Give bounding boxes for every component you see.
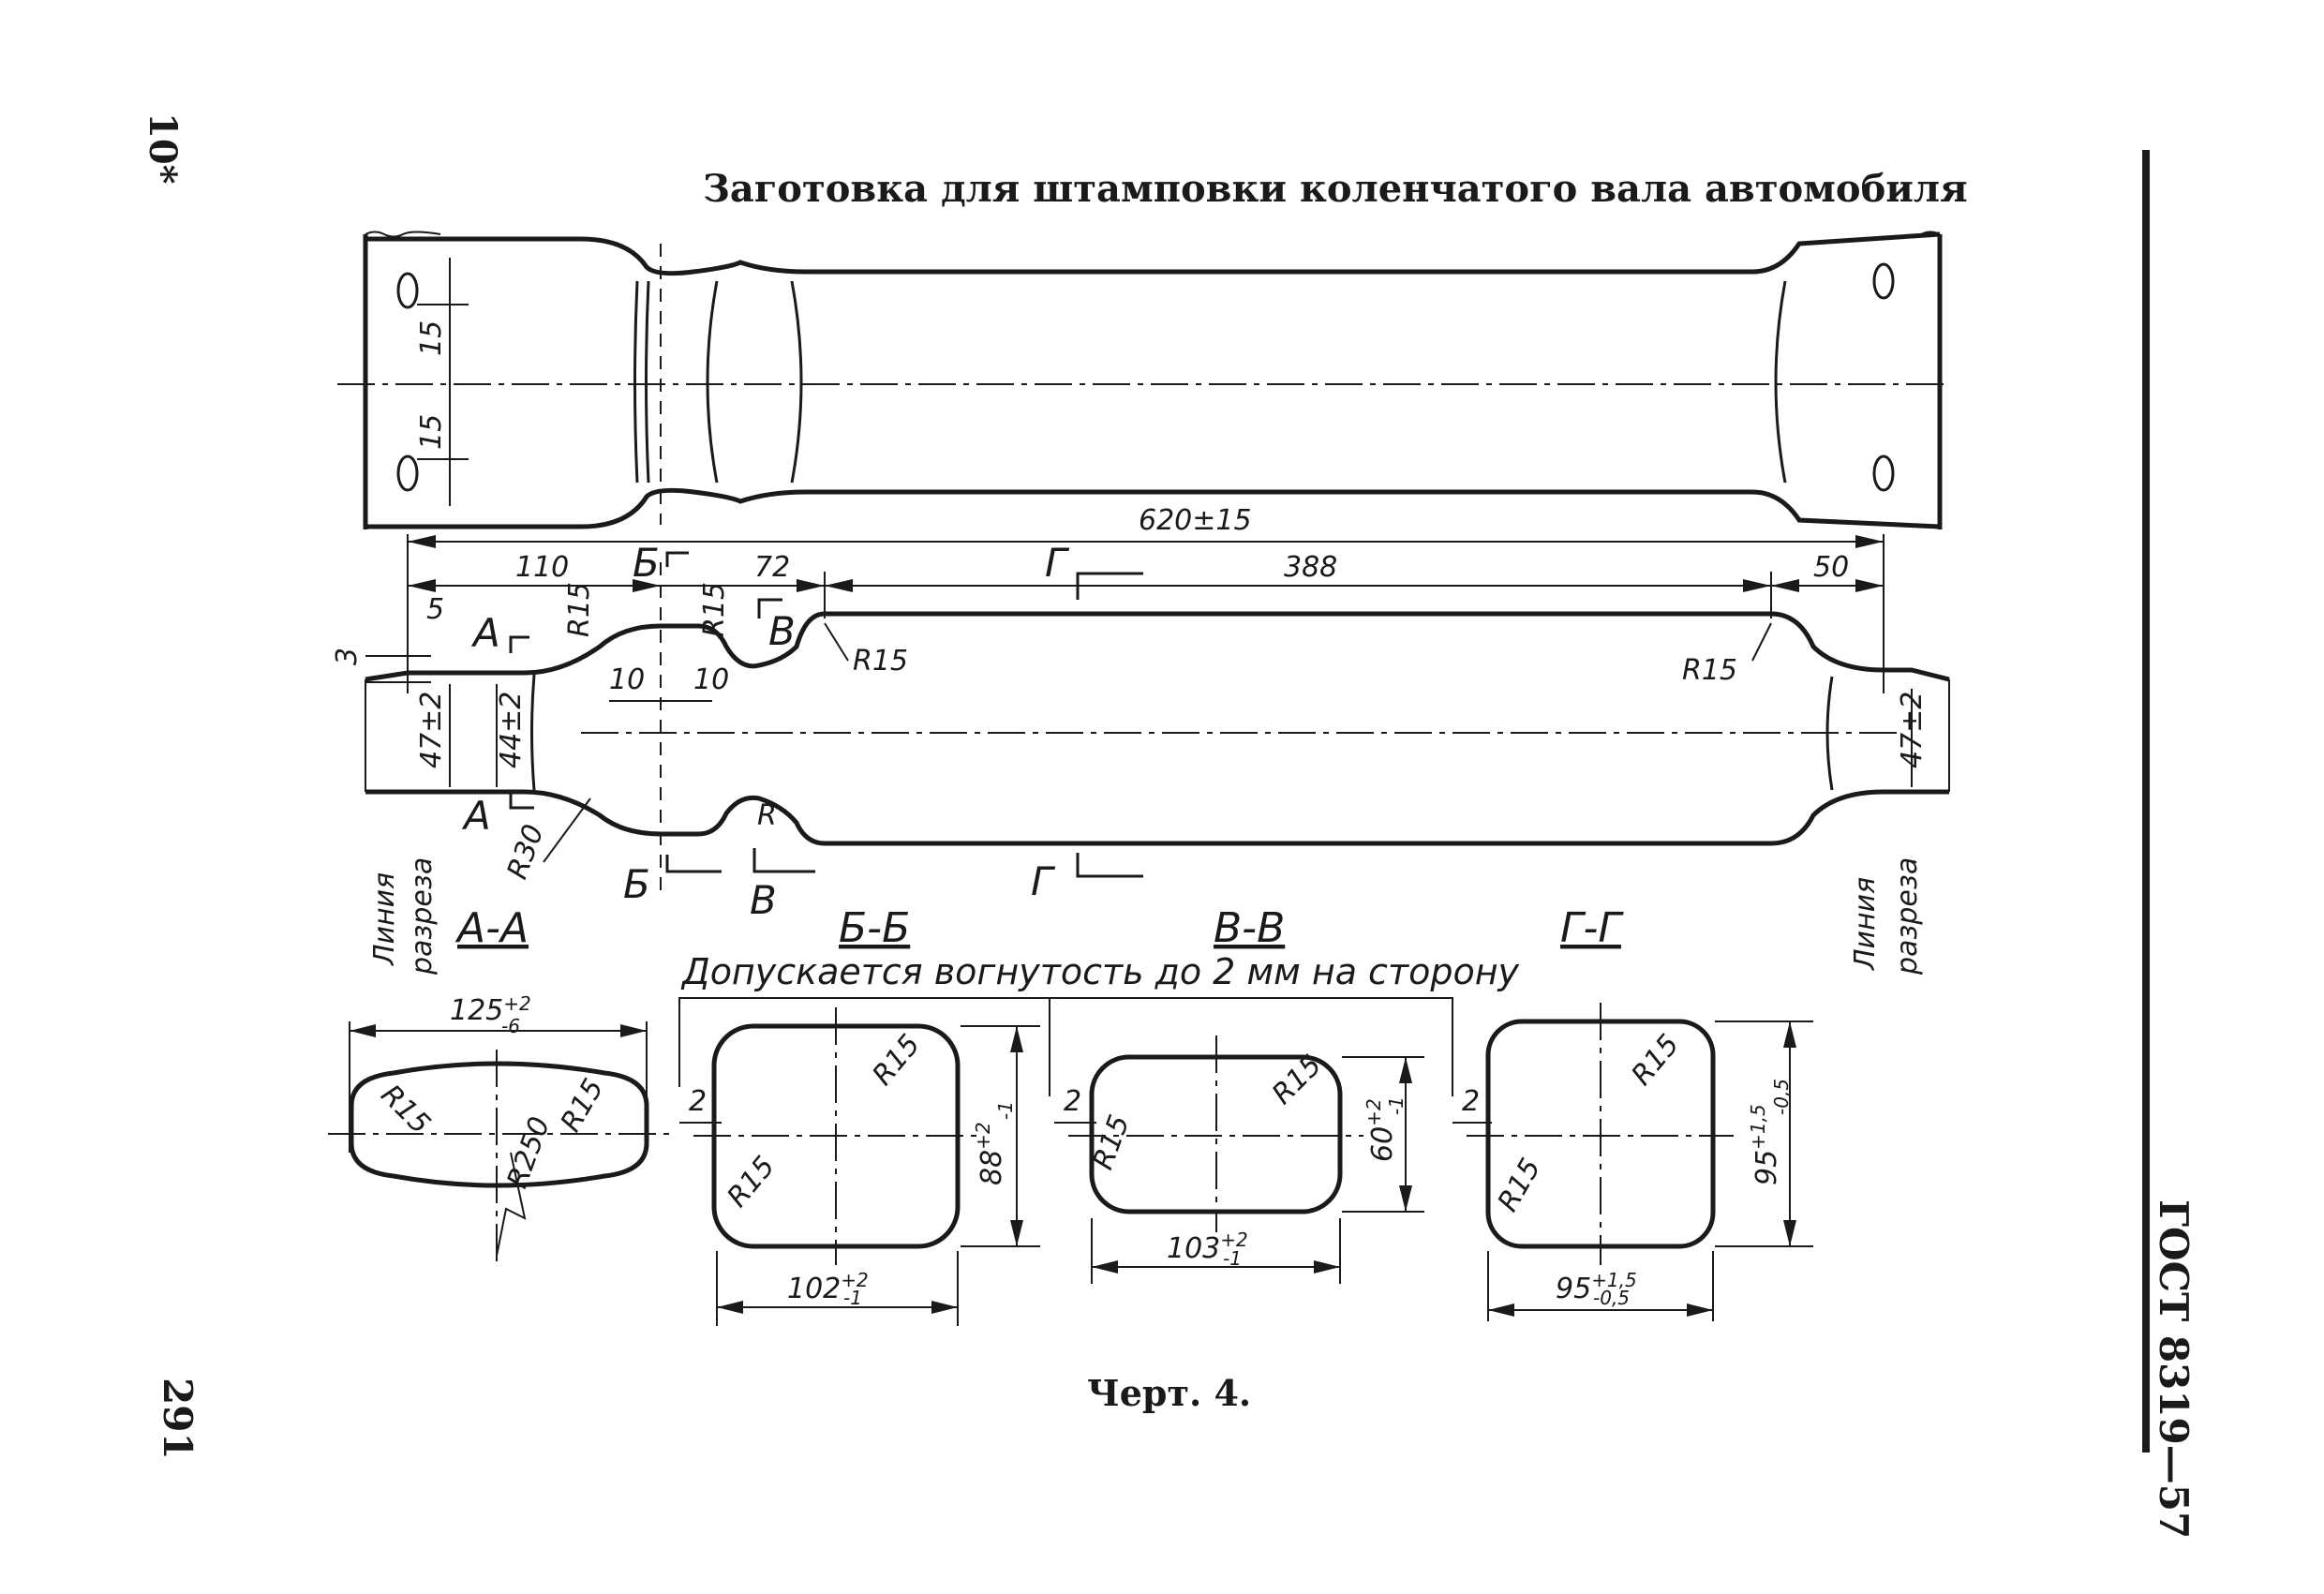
- vv-r15-bottom: R15: [1087, 1110, 1137, 1173]
- dim-10-left: 10: [609, 663, 645, 696]
- section-vv: 103+2 -1 60+2 -1 R15 R15 2: [1054, 1035, 1424, 1284]
- gg-width: 95+1,5: [1556, 1269, 1637, 1305]
- section-bb-label: Б-Б: [839, 904, 910, 952]
- dim-10-right: 10: [693, 663, 729, 696]
- aa-r15-left: R15: [374, 1079, 436, 1140]
- gg-r15-top: R15: [1625, 1028, 1686, 1092]
- dim-5: 5: [426, 593, 444, 626]
- section-gg: 95+1,5 -0,5 95+1,5 -0,5 R15 R15 2: [1452, 1003, 1813, 1321]
- gg-r15-bottom: R15: [1492, 1153, 1548, 1217]
- gg-concavity: 2: [1462, 1085, 1480, 1118]
- section-b-top: Б: [633, 540, 660, 586]
- bb-width-minus: -1: [843, 1287, 862, 1309]
- cut-line-left-2: разреза: [406, 857, 439, 976]
- gg-height-minus: -0,5: [1770, 1079, 1793, 1115]
- standard-number: ГОСТ 8319—57: [2151, 1199, 2197, 1539]
- bb-r15-bottom: R15: [721, 1150, 782, 1214]
- section-g-top: Г: [1045, 540, 1070, 586]
- section-gg-label: Г-Г: [1560, 904, 1624, 952]
- bb-height: 88+2: [972, 1122, 1008, 1185]
- dim-110: 110: [515, 551, 569, 584]
- drawing-caption: Черт. 4.: [1087, 1372, 1251, 1414]
- r15-c: R15: [853, 645, 908, 678]
- section-g-bottom: Г: [1031, 858, 1056, 904]
- vv-width-minus: -1: [1223, 1247, 1242, 1270]
- dim-3: 3: [331, 648, 364, 665]
- vv-height: 60+2: [1363, 1098, 1399, 1162]
- concavity-note: Допускается вогнутость до 2 мм на сторон…: [680, 951, 1520, 992]
- dim-47-left: 47±2: [415, 692, 448, 768]
- page-number: 291: [155, 1378, 201, 1460]
- r30: R30: [501, 820, 551, 883]
- r15-d: R15: [1682, 654, 1737, 687]
- aa-r15-right: R15: [555, 1073, 611, 1138]
- section-v-top: В: [768, 608, 796, 654]
- page-title: Заготовка для штамповки коленчатого вала…: [703, 167, 1968, 211]
- section-bb: 102+2 -1 88+2 -1 R15 R15 2: [679, 1007, 1040, 1326]
- section-a-bottom: A: [461, 793, 491, 839]
- section-a-top: A: [470, 610, 500, 656]
- bb-width: 102+2: [787, 1269, 869, 1305]
- vv-concavity: 2: [1064, 1085, 1081, 1118]
- section-aa-label: А-А: [454, 904, 529, 952]
- bb-concavity: 2: [689, 1085, 707, 1118]
- dim-388: 388: [1284, 551, 1337, 584]
- section-v-bottom: В: [750, 877, 777, 923]
- hole-offset-bottom: 15: [415, 414, 448, 450]
- dim-47-right: 47±2: [1896, 692, 1929, 768]
- gg-height: 95+1,5: [1747, 1104, 1783, 1185]
- bb-height-minus: -1: [994, 1101, 1017, 1120]
- vv-width: 103+2: [1167, 1229, 1248, 1265]
- r15-a: R15: [563, 582, 596, 637]
- aa-width: 125+2: [450, 992, 531, 1027]
- r-small: R: [757, 799, 777, 832]
- side-view: 110 72 388 50 10 10 3 5 47±2 44±2 47±2 R…: [331, 540, 1950, 976]
- section-vv-label: В-В: [1214, 904, 1285, 952]
- vv-height-minus: -1: [1385, 1096, 1408, 1115]
- aa-r250: R250: [501, 1112, 558, 1192]
- cut-line-left-1: Линия: [368, 872, 401, 966]
- dim-44: 44±2: [495, 692, 528, 768]
- corner-mark: 10*: [141, 112, 185, 185]
- section-b-bottom: Б: [623, 861, 650, 907]
- overall-length: 620±15: [1139, 504, 1252, 537]
- gg-width-minus: -0,5: [1593, 1287, 1630, 1309]
- hole-offset-top: 15: [415, 320, 448, 356]
- r15-b: R15: [698, 582, 731, 637]
- plan-view: 15 15: [337, 231, 1949, 529]
- cut-line-right-1: Линия: [1849, 877, 1882, 971]
- dim-50: 50: [1813, 551, 1849, 584]
- bb-r15-top: R15: [866, 1028, 927, 1092]
- section-aa: 125+2 -6 R15 R250 R15: [328, 992, 670, 1265]
- dim-72: 72: [754, 551, 790, 584]
- cut-line-right-2: разреза: [1891, 857, 1924, 976]
- aa-width-minus: -6: [501, 1015, 520, 1037]
